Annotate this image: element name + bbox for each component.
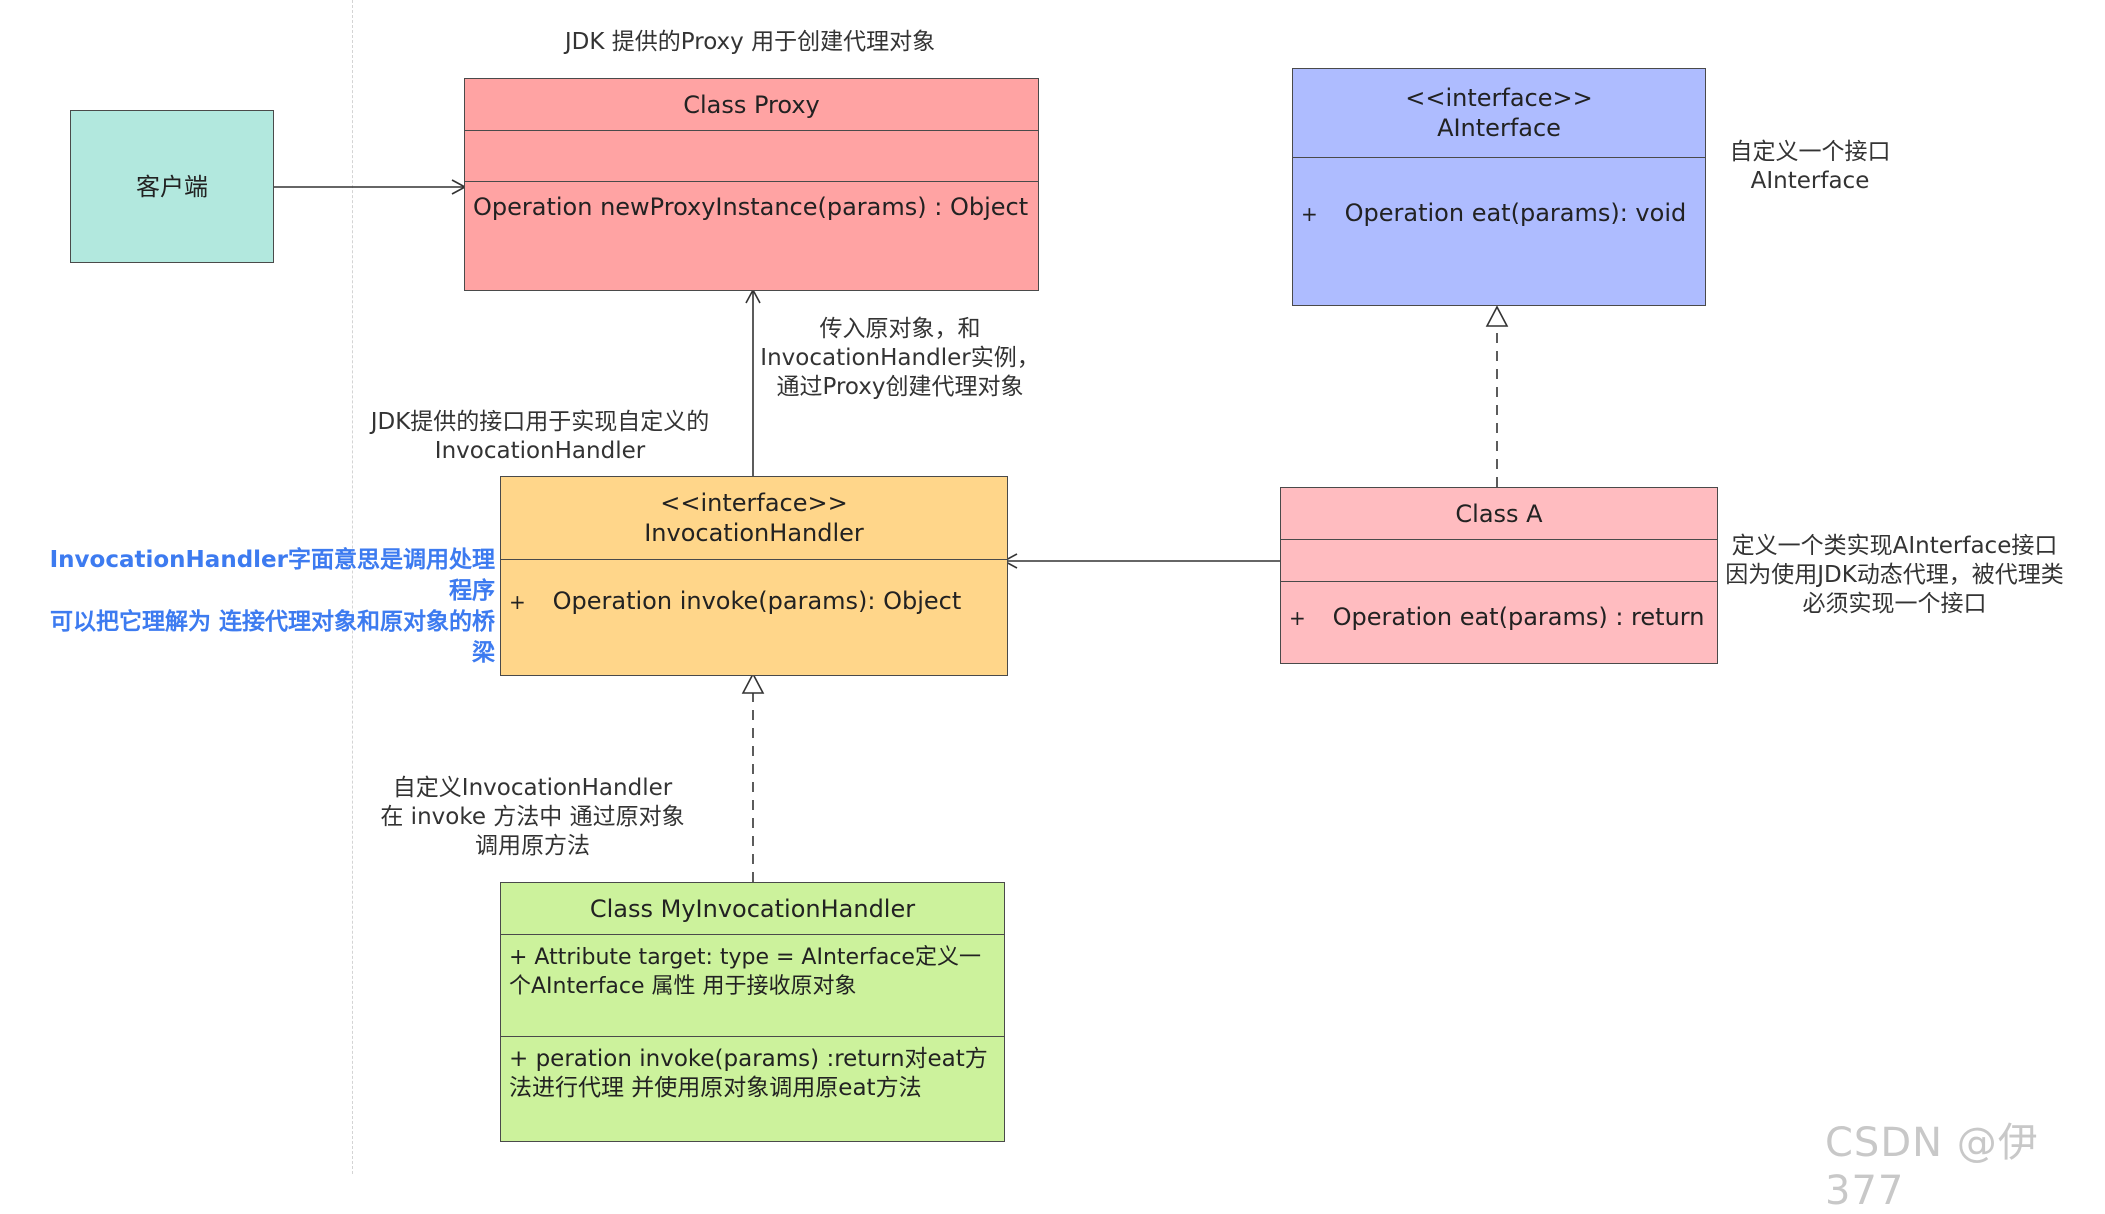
ainterface-stereotype: <<interface>> <box>1405 84 1593 112</box>
handler-meaning-note: InvocationHandler字面意思是调用处理程序 可以把它理解为 连接代… <box>49 547 495 666</box>
myhandler-realization-triangle <box>741 672 765 694</box>
proxy-caption: JDK 提供的Proxy 用于创建代理对象 <box>564 29 936 55</box>
class-a-attributes <box>1281 539 1717 581</box>
ainterface-operations: + Operation eat(params): void <box>1293 157 1705 304</box>
invocation-handler-operations: + Operation invoke(params): Object <box>501 559 1007 674</box>
left-guide-line <box>352 0 353 1174</box>
connectors <box>274 179 1509 882</box>
invocation-handler-box: <<interface>> InvocationHandler + Operat… <box>500 476 1008 676</box>
classa-realization-triangle <box>1485 305 1509 327</box>
uml-diagram: 客户端 JDK 提供的Proxy 用于创建代理对象 Class Proxy Op… <box>49 0 2064 1214</box>
proxy-edge-note: 传入原对象，和 InvocationHandler实例， 通过Proxy创建代理… <box>760 316 1040 400</box>
my-handler-attributes: + Attribute target: type = AInterface定义一… <box>501 934 1004 1036</box>
client-label: 客户端 <box>136 172 208 201</box>
my-handler-operations: + peration invoke(params) :return对eat方法进… <box>501 1036 1004 1140</box>
proxy-class-operations: Operation newProxyInstance(params) : Obj… <box>465 181 1038 289</box>
class-a-operations: + Operation eat(params) : return <box>1281 581 1717 662</box>
invocation-handler-plus: + <box>509 590 526 614</box>
ainterface-title-section: <<interface>> AInterface <box>1293 69 1705 157</box>
my-handler-title-section: Class MyInvocationHandler <box>501 883 1004 934</box>
my-handler-caption: 自定义InvocationHandler 在 invoke 方法中 通过原对象 … <box>380 775 685 859</box>
class-a-title: Class A <box>1455 499 1543 528</box>
ainterface-plus: + <box>1301 202 1318 226</box>
watermark: CSDN @伊377 <box>1825 1120 2039 1214</box>
proxy-class-title: Class Proxy <box>683 90 820 119</box>
client-box: 客户端 <box>70 110 274 263</box>
invocation-handler-title-section: <<interface>> InvocationHandler <box>501 477 1007 559</box>
class-a-plus: + <box>1289 606 1306 630</box>
my-handler-operation: + peration invoke(params) :return对eat方法进… <box>509 1046 988 1101</box>
ainterface-operation: Operation eat(params): void <box>1344 199 1687 227</box>
my-handler-title: Class MyInvocationHandler <box>589 894 916 923</box>
class-a-title-section: Class A <box>1281 488 1717 539</box>
ainterface-name: AInterface <box>1437 114 1561 142</box>
proxy-operation: Operation newProxyInstance(params) : Obj… <box>473 193 1029 221</box>
my-handler-attribute: + Attribute target: type = AInterface定义一… <box>509 945 981 999</box>
class-a-box: Class A + Operation eat(params) : return <box>1280 487 1718 664</box>
invocation-handler-name: InvocationHandler <box>644 519 864 547</box>
handler-caption: JDK提供的接口用于实现自定义的 InvocationHandler <box>370 409 710 464</box>
proxy-class-attributes <box>465 130 1038 181</box>
proxy-class-title-section: Class Proxy <box>465 79 1038 130</box>
ainterface-note: 自定义一个接口 AInterface <box>1729 139 1891 194</box>
class-a-operation: Operation eat(params) : return <box>1332 603 1705 631</box>
class-a-note: 定义一个类实现AInterface接口 因为使用JDK动态代理，被代理类 必须实… <box>1725 533 2064 617</box>
proxy-class-box: Class Proxy Operation newProxyInstance(p… <box>464 78 1039 291</box>
my-handler-box: Class MyInvocationHandler + Attribute ta… <box>500 882 1005 1142</box>
ainterface-box: <<interface>> AInterface + Operation eat… <box>1292 68 1706 306</box>
invocation-handler-operation: Operation invoke(params): Object <box>552 587 962 615</box>
invocation-handler-stereotype: <<interface>> <box>660 489 848 517</box>
